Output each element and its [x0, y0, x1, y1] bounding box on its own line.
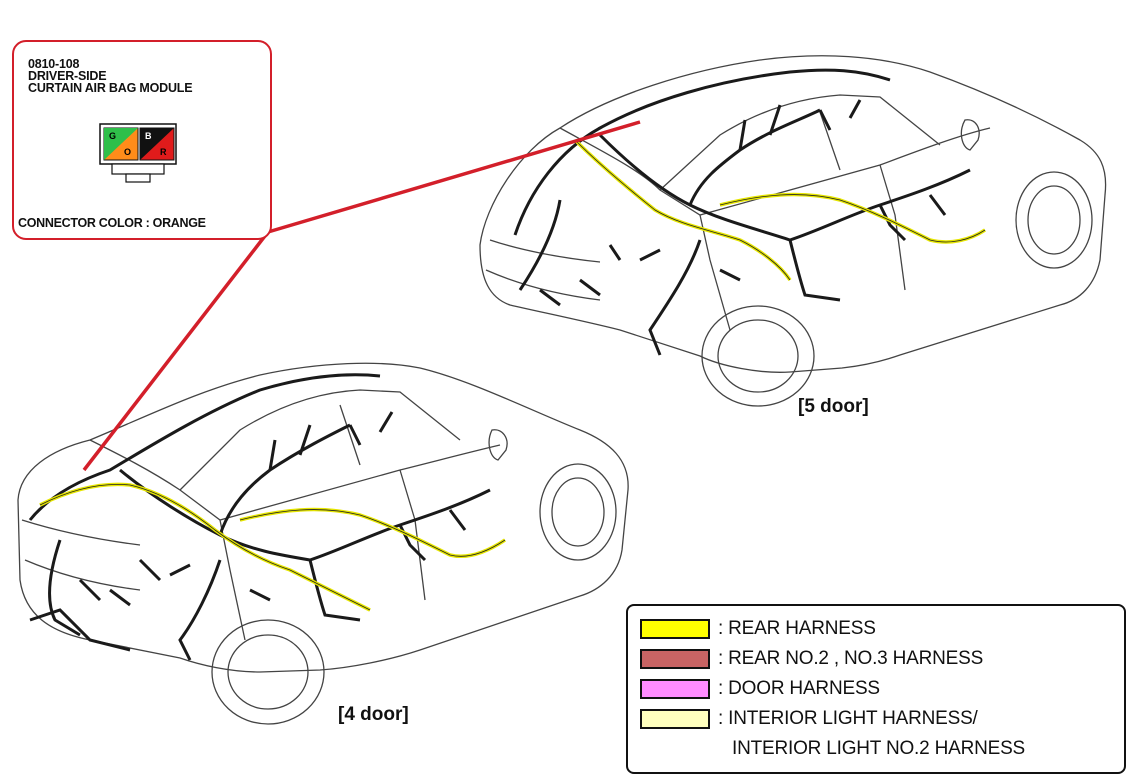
legend-label-continuation: INTERIOR LIGHT NO.2 HARNESS [732, 738, 1026, 759]
five-door-harness-black [513, 68, 971, 356]
connector-name-line2: CURTAIN AIR BAG MODULE [28, 81, 193, 95]
connector-callout: 0810-108 DRIVER-SIDE CURTAIN AIR BAG MOD… [12, 40, 272, 240]
legend-swatch [640, 679, 710, 699]
connector-code: 0810-108 [28, 57, 80, 71]
callout-leader-lines [82, 120, 641, 472]
legend-label: : DOOR HARNESS [718, 678, 880, 699]
pin-label-b: B [145, 131, 152, 141]
four-door-harness-yellow-outline [39, 484, 506, 611]
harness-legend: : REAR HARNESS : REAR NO.2 , NO.3 HARNES… [626, 604, 1126, 774]
connector-face-drawing [99, 123, 177, 183]
legend-item-rear-no2-no3-harness: : REAR NO.2 , NO.3 HARNESS [640, 648, 983, 670]
legend-item-interior-light-harness: : INTERIOR LIGHT HARNESS/ [640, 708, 978, 730]
legend-label: : REAR HARNESS [718, 618, 876, 639]
five-door-car-outline [479, 55, 1107, 407]
pin-label-g: G [109, 131, 117, 141]
legend-swatch [640, 619, 710, 639]
four-door-label: [4 door] [338, 704, 409, 725]
five-door-harness-yellow-outline [574, 139, 986, 281]
five-door-label: [5 door] [798, 396, 869, 417]
four-door-harness-black [28, 373, 491, 661]
pin-label-o: O [124, 147, 132, 157]
connector-name-line1: DRIVER-SIDE [28, 69, 107, 83]
legend-label: : INTERIOR LIGHT HARNESS/ [718, 708, 978, 729]
legend-item-door-harness: : DOOR HARNESS [640, 678, 880, 700]
legend-swatch [640, 649, 710, 669]
five-door-harness-yellow [573, 138, 986, 281]
pin-label-r: R [160, 147, 167, 157]
legend-label: : REAR NO.2 , NO.3 HARNESS [718, 648, 984, 669]
legend-swatch [640, 709, 710, 729]
connector-icon: G O B R [98, 120, 178, 184]
legend-item-rear-harness: : REAR HARNESS [640, 618, 876, 640]
connector-color-text: CONNECTOR COLOR : ORANGE [18, 216, 206, 230]
four-door-car-outline [17, 362, 629, 725]
